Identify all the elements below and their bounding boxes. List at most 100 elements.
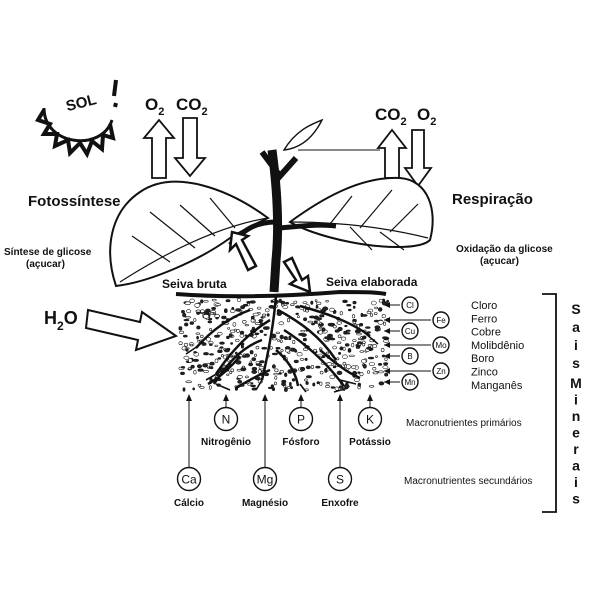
resp-o2-label: O2 bbox=[417, 105, 436, 128]
macronutrient-symbol: S bbox=[336, 473, 344, 487]
soil-grain bbox=[382, 337, 387, 339]
soil-grain bbox=[186, 381, 192, 383]
micronutrient-symbol: B bbox=[407, 352, 412, 361]
soil-grain bbox=[357, 333, 362, 335]
soil-grain bbox=[250, 350, 253, 354]
soil-grain bbox=[347, 304, 352, 306]
soil-grain bbox=[315, 300, 317, 302]
macronutrient-name: Potássio bbox=[349, 437, 391, 448]
soil-grain bbox=[263, 316, 266, 318]
soil-grain bbox=[320, 382, 323, 385]
soil-grain bbox=[184, 343, 188, 346]
soil-grain bbox=[330, 375, 335, 379]
soil-grain bbox=[257, 307, 261, 309]
soil-grain bbox=[188, 368, 191, 370]
soil-grain bbox=[180, 372, 184, 375]
soil-grain bbox=[326, 300, 329, 302]
soil-grain bbox=[358, 343, 361, 345]
soil-grain bbox=[214, 335, 219, 337]
soil-grain bbox=[209, 344, 212, 346]
soil-grain bbox=[284, 336, 288, 339]
soil-grain bbox=[316, 366, 321, 368]
soil-grain bbox=[224, 309, 227, 313]
soil-grain bbox=[212, 307, 216, 309]
soil-grain bbox=[362, 314, 367, 316]
soil-grain bbox=[330, 308, 335, 311]
soil-grain bbox=[309, 316, 314, 318]
soil-grain bbox=[251, 316, 254, 319]
soil-grain bbox=[282, 383, 286, 386]
soil-grain bbox=[252, 370, 257, 373]
soil-grain bbox=[191, 365, 195, 368]
soil-grain bbox=[190, 299, 195, 303]
soil-grain bbox=[245, 354, 250, 358]
soil-grain bbox=[262, 314, 266, 316]
soil-grain bbox=[280, 340, 282, 343]
soil-grain bbox=[231, 343, 233, 345]
soil-grain bbox=[198, 384, 201, 386]
macronutrient-symbol: K bbox=[366, 413, 374, 427]
secondary-macro-caption: Macronutrientes secundários bbox=[404, 476, 532, 487]
micronutrient-name: Cloro bbox=[471, 300, 497, 312]
soil-grain bbox=[279, 299, 282, 303]
soil-grain bbox=[325, 385, 329, 387]
soil-grain bbox=[313, 383, 315, 386]
soil-grain bbox=[373, 372, 378, 374]
soil-grain bbox=[186, 348, 188, 351]
soil-grain bbox=[218, 350, 223, 353]
soil-grain bbox=[374, 313, 377, 315]
bracket-letter: i bbox=[574, 337, 578, 353]
elaborated-sap-label: Seiva elaborada bbox=[326, 275, 418, 289]
soil-grain bbox=[328, 323, 334, 326]
micronutrient-name: Ferro bbox=[471, 313, 497, 325]
soil-grain bbox=[280, 335, 284, 339]
soil-grain bbox=[354, 378, 359, 381]
soil-grain bbox=[264, 334, 267, 336]
soil-grain bbox=[349, 355, 354, 357]
soil-grain bbox=[333, 346, 337, 349]
soil-grain bbox=[358, 383, 361, 386]
soil-grain bbox=[260, 330, 263, 333]
soil-grain bbox=[326, 352, 328, 354]
soil-grain bbox=[267, 314, 269, 317]
sun-icon bbox=[38, 80, 116, 154]
soil-grain bbox=[179, 331, 183, 334]
soil-grain bbox=[346, 330, 350, 332]
micronutrient-symbol: Cu bbox=[405, 327, 415, 336]
o2-in-arrow bbox=[405, 130, 431, 186]
soil-grain bbox=[209, 354, 213, 356]
soil-grain bbox=[230, 330, 235, 333]
soil-grain bbox=[203, 364, 208, 368]
soil-grain bbox=[197, 336, 199, 339]
micronutrient-symbol: Mo bbox=[435, 341, 447, 350]
soil-grain bbox=[338, 352, 340, 354]
soil-grain bbox=[194, 370, 197, 374]
soil-grain bbox=[227, 374, 230, 376]
photosynthesis-subtitle-1: Síntese de glicose bbox=[4, 247, 92, 258]
soil-grain bbox=[236, 309, 241, 312]
soil-grain bbox=[378, 363, 382, 365]
soil-grain bbox=[210, 362, 215, 365]
soil-grain bbox=[237, 329, 240, 332]
micronutrient-name: Molibdênio bbox=[471, 340, 524, 352]
soil-line bbox=[176, 292, 386, 296]
micronutrient-name: Boro bbox=[471, 353, 494, 365]
bracket-letter: S bbox=[571, 301, 580, 317]
co2-out-arrow bbox=[378, 130, 406, 178]
soil-grain bbox=[204, 352, 209, 355]
macronutrient-symbol: P bbox=[297, 413, 305, 427]
water-arrow bbox=[86, 310, 176, 350]
soil-grain bbox=[260, 361, 265, 363]
soil-grain bbox=[290, 348, 295, 351]
soil-grain bbox=[335, 387, 339, 390]
soil-grain bbox=[353, 322, 356, 324]
soil-grain bbox=[373, 367, 376, 370]
soil-grain bbox=[279, 322, 284, 325]
soil-grain bbox=[320, 327, 322, 329]
macronutrient-name: Magnésio bbox=[242, 498, 288, 509]
soil-grain bbox=[200, 386, 205, 388]
water-label: H2O bbox=[44, 308, 78, 333]
soil-grain bbox=[185, 302, 191, 305]
